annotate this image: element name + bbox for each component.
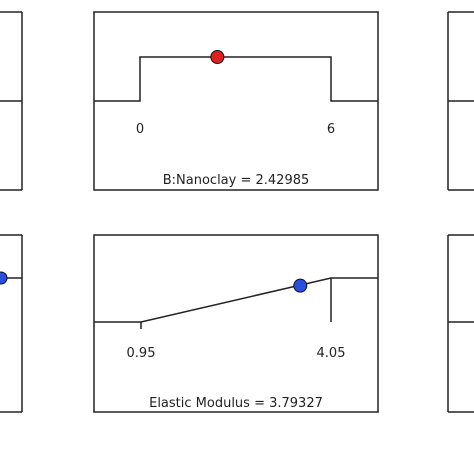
panel-nanoclay: 0 6 B:Nanoclay = 2.42985 [93, 11, 379, 191]
nanoclay-tick-min: 0 [136, 122, 144, 137]
panel-left-bottom [0, 234, 23, 413]
elastic-tick-min: 0.95 [127, 346, 156, 361]
panel-right-top [447, 11, 474, 191]
nanoclay-desirability-curve [94, 56, 378, 102]
panel-right-bottom [447, 234, 474, 413]
nanoclay-current-marker [210, 50, 225, 64]
panel-left-top [0, 11, 23, 191]
elastic-current-marker [293, 278, 308, 293]
elastic-desirability-curve [94, 277, 378, 329]
elastic-caption: Elastic Modulus = 3.79327 [149, 396, 323, 411]
elastic-tick-max: 4.05 [317, 346, 346, 361]
panel-elastic-modulus: 0.95 4.05 Elastic Modulus = 3.79327 [93, 234, 379, 413]
nanoclay-tick-max: 6 [327, 122, 335, 137]
panel-elastic-frame [93, 234, 379, 413]
left-bottom-marker [0, 271, 8, 285]
nanoclay-caption: B:Nanoclay = 2.42985 [163, 173, 310, 188]
